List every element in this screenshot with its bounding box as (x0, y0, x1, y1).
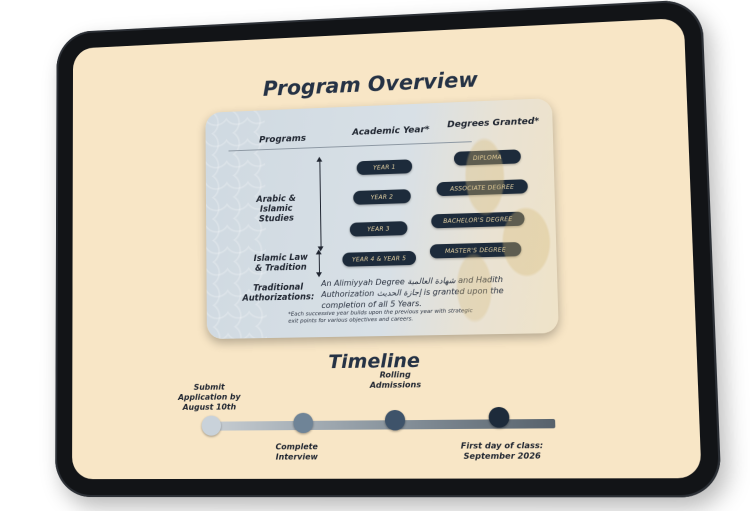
traditional-authorization-text: An Alimiyyah Degree شهادة العالمية and H… (321, 274, 504, 310)
timeline-node-2 (293, 412, 314, 434)
year-pill-4-5: YEAR 4 & YEAR 5 (342, 250, 417, 267)
footnote: *Each successive year builds upon the pr… (288, 308, 473, 326)
milestone-label-1: Submit Application by August 10th (178, 382, 241, 412)
tablet-frame: Program Overview Programs Academic Year*… (55, 0, 722, 498)
degree-pill-bachelor: BACHELOR'S DEGREE (431, 211, 525, 229)
year-pill-1: YEAR 1 (356, 159, 413, 176)
bracket-arrow-law (318, 253, 320, 274)
page-title: Program Overview (262, 67, 479, 101)
year-pill-2: YEAR 2 (353, 189, 411, 205)
degree-pill-master: MASTER'S DEGREE (429, 241, 522, 259)
program-overview-card: Programs Academic Year* Degrees Granted*… (205, 98, 559, 340)
program-islamic-law-tradition: Islamic Law & Tradition (253, 252, 308, 274)
traditional-label: Traditional Authorizations: (242, 282, 315, 304)
header-academic-year: Academic Year* (352, 125, 430, 138)
bracket-arrow-arabic (319, 160, 322, 248)
header-degrees-granted: Degrees Granted* (447, 116, 540, 131)
degree-pill-associate: ASSOCIATE DEGREE (436, 179, 528, 197)
tablet-screen: Program Overview Programs Academic Year*… (72, 17, 702, 480)
timeline-node-4 (488, 406, 510, 428)
year-pill-3: YEAR 3 (349, 221, 408, 237)
timeline-node-1 (201, 415, 222, 436)
header-programs: Programs (259, 133, 307, 146)
degree-pill-diploma: DIPLOMA (453, 149, 521, 166)
milestone-label-2: Complete Interview (275, 442, 318, 462)
timeline-node-3 (384, 409, 406, 431)
program-arabic-islamic-studies: Arabic & Islamic Studies (256, 193, 297, 225)
milestone-label-4: First day of class: September 2026 (460, 440, 544, 461)
milestone-label-3: Rolling Admissions (369, 370, 422, 390)
